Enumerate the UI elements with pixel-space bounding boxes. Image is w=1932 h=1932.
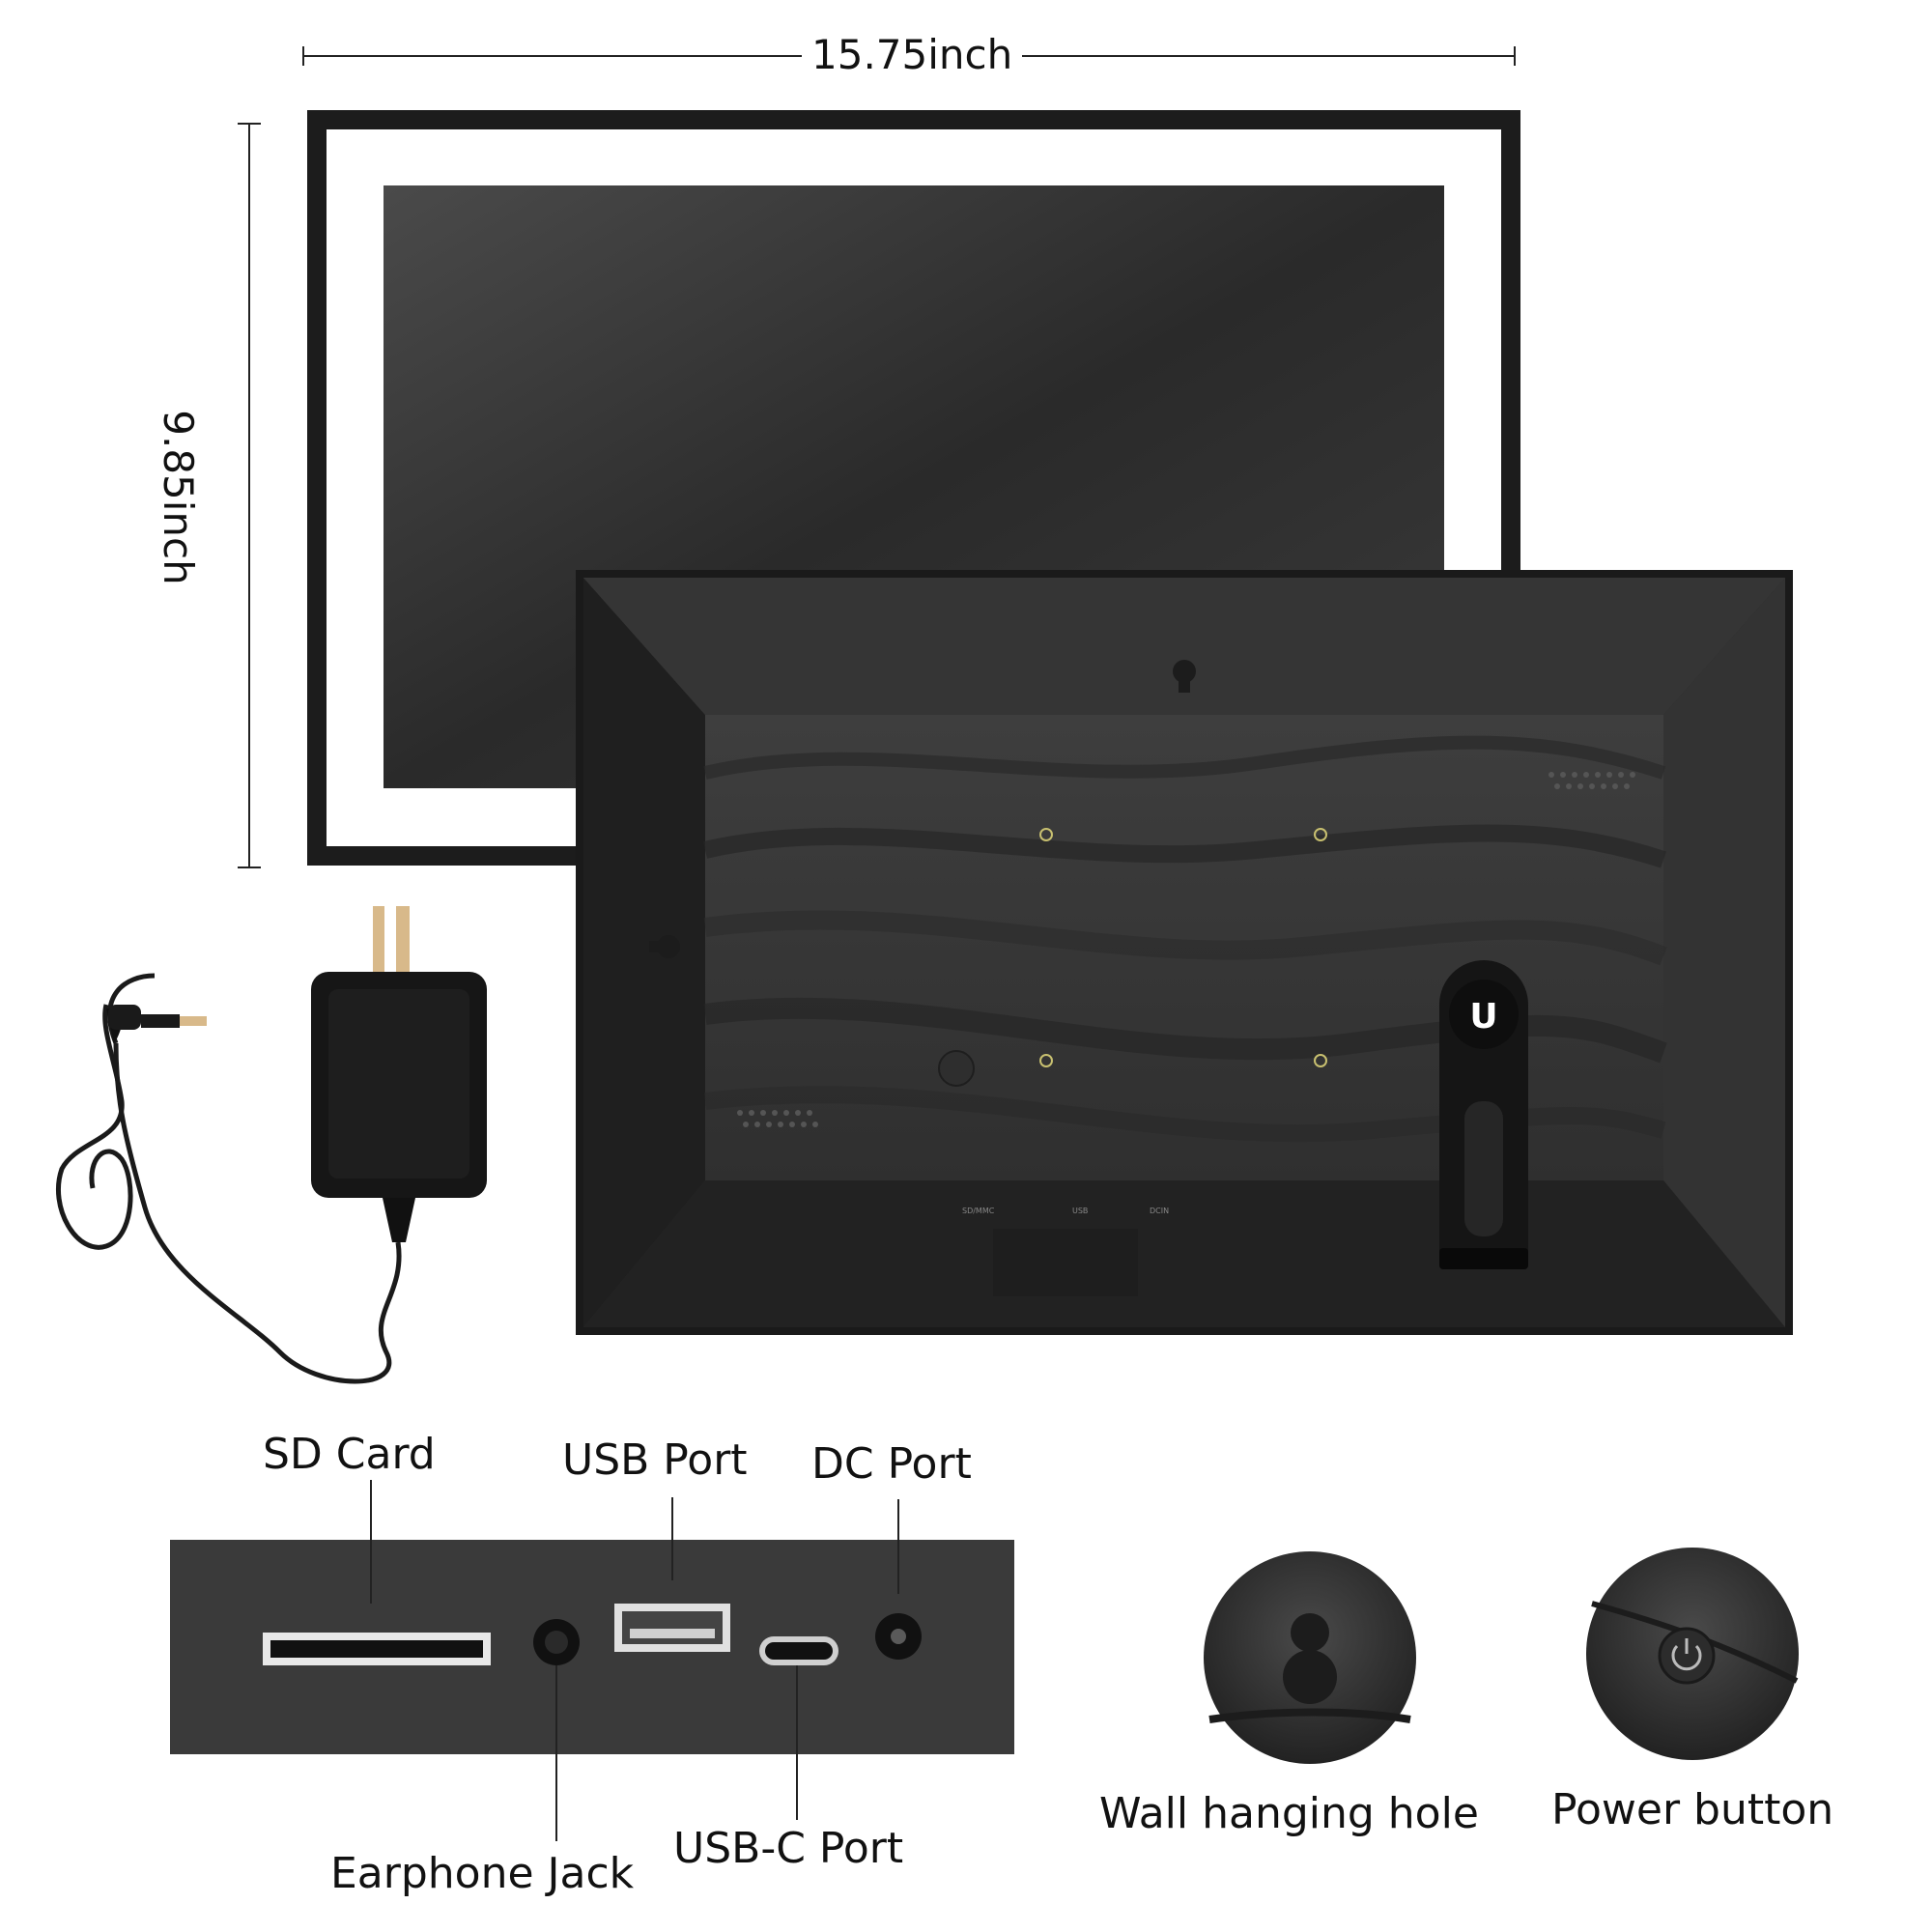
power-button-label: Power button xyxy=(1551,1785,1834,1834)
callout-lines xyxy=(370,1480,899,1841)
dc-port-label: DC Port xyxy=(811,1439,972,1489)
usb-port-label: USB Port xyxy=(562,1435,748,1485)
height-dimension xyxy=(238,123,261,868)
port-label-usb: USB xyxy=(1072,1207,1088,1215)
device-back: U SD/MMC USB DCIN xyxy=(576,570,1793,1335)
wall-hanging-hole-detail xyxy=(1204,1551,1416,1764)
keyhole-side xyxy=(649,935,680,958)
power-icon xyxy=(1671,1638,1702,1671)
keyhole-icon xyxy=(1283,1613,1337,1704)
speaker-grille-top xyxy=(1548,772,1635,789)
port-cover xyxy=(993,1229,1138,1296)
width-dimension-label: 15.75inch xyxy=(802,35,1023,75)
port-panel xyxy=(170,1540,1014,1754)
height-dimension-label: 9.85inch xyxy=(155,402,202,593)
sd-card-label: SD Card xyxy=(263,1430,436,1479)
earphone-jack-label: Earphone Jack xyxy=(330,1849,635,1898)
port-label-dcin: DCIN xyxy=(1150,1207,1169,1215)
stand-logo: U xyxy=(1469,997,1497,1037)
stand: U xyxy=(1439,960,1528,1269)
power-button-detail xyxy=(1586,1548,1799,1760)
power-button-back xyxy=(938,1050,975,1087)
keyhole-top xyxy=(1173,660,1196,693)
usb-c-port-label: USB-C Port xyxy=(673,1824,904,1873)
power-adapter xyxy=(55,906,487,1384)
speaker-grille-bottom xyxy=(737,1110,818,1127)
wall-hanging-hole-label: Wall hanging hole xyxy=(1099,1789,1479,1838)
port-label-sdmmc: SD/MMC xyxy=(962,1207,995,1215)
screw-holes xyxy=(1039,828,1327,1067)
